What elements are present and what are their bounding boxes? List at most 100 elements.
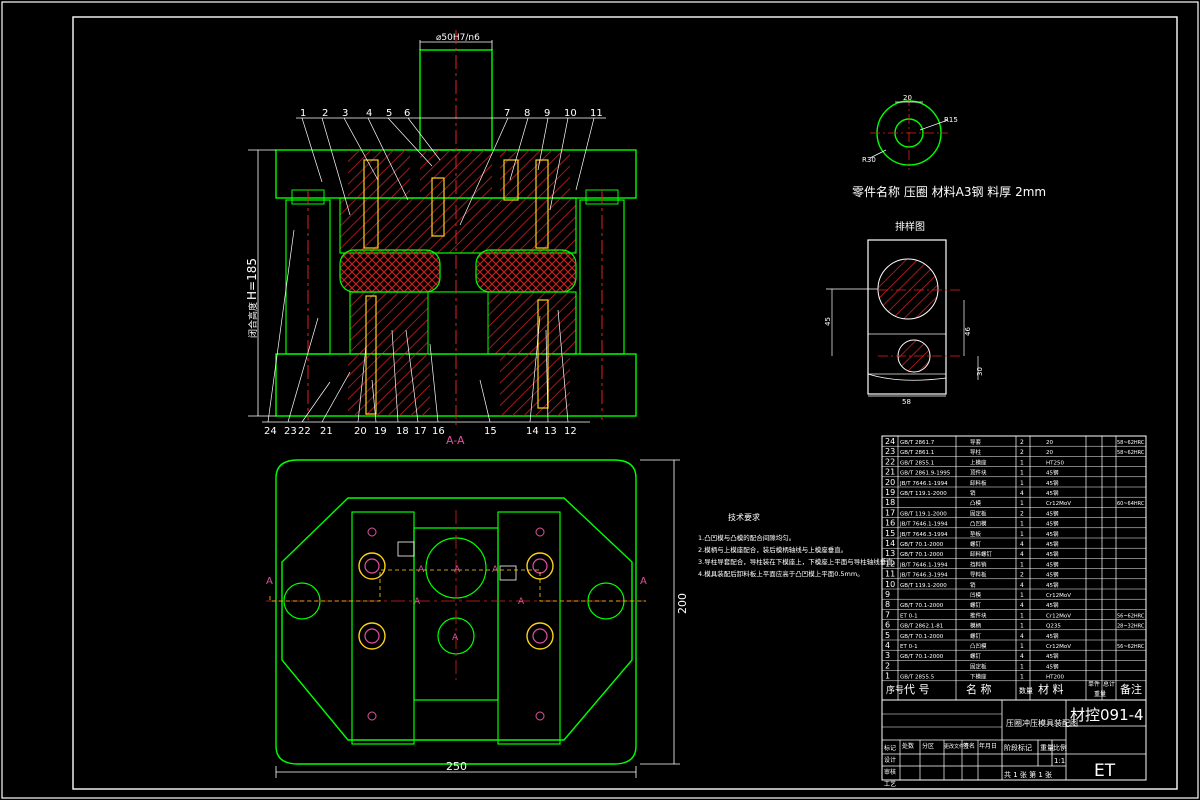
bom-cell-material: 45钢 (1046, 550, 1059, 558)
strip-dim-45: 45 (824, 317, 832, 326)
tb-row-3: 审核 (884, 768, 896, 776)
section-mark-5: A (492, 565, 499, 575)
callout-10: 10 (564, 108, 577, 119)
blank-dim-r15: R15 (944, 116, 958, 124)
bom-cell-qty: 1 (1020, 663, 1024, 670)
bom-header-weight: 重量 (1094, 690, 1106, 698)
bom-cell-qty: 4 (1020, 490, 1024, 497)
bom-cell-qty: 1 (1020, 480, 1024, 487)
bom-cell-material: 45钢 (1046, 489, 1059, 497)
bom-cell-qty: 4 (1020, 541, 1024, 548)
bom-header-name: 名 称 (966, 682, 992, 696)
bom-cell-material: 45钢 (1046, 479, 1059, 487)
bom-cell-material: 45钢 (1046, 581, 1059, 589)
bom-cell-qty: 1 (1020, 643, 1024, 650)
callout-23: 23 (284, 426, 297, 437)
bom-cell-name: 固定板 (970, 509, 987, 517)
section-mark-3: A (418, 565, 425, 575)
bom-cell-material: Q235 (1046, 624, 1061, 630)
title-block: 标记 设计 审核 工艺 处数 分区 更改文件号 签名 年月日 材控091-4 压… (881, 699, 1147, 788)
bom-cell-name: 螺钉 (970, 652, 982, 660)
bom-cell-qty: 1 (1020, 674, 1024, 681)
callout-2: 2 (322, 108, 328, 119)
bom-cell-qty: 4 (1020, 633, 1024, 640)
bom-cell-material: HT200 (1046, 675, 1064, 681)
section-mark-1: A (266, 576, 273, 587)
bom-cell-name: 凸凹模 (970, 520, 987, 528)
top-callouts: 1 2 3 4 5 6 7 8 9 10 11 (296, 108, 606, 226)
tech-req-line-2: 2.模柄与上模座配合，装后模柄轴线与上模座垂直。 (698, 545, 847, 554)
bom-header-code: 代 号 (904, 683, 930, 696)
bom-cell-qty: 1 (1020, 459, 1024, 466)
section-mark-6: A (414, 597, 421, 607)
sheet-text: 共 1 张 第 1 张 (1004, 770, 1052, 779)
bom-cell-code: GB/T 2861.9-1995 (900, 471, 951, 477)
bom-cell-code: GB/T 70.1-2000 (900, 654, 944, 660)
callout-20: 20 (354, 426, 367, 437)
bom-cell-note: 60~64HRC (1117, 501, 1145, 507)
bom-cell-material: 45钢 (1046, 632, 1059, 640)
bom-cell-name: 螺钉 (970, 540, 982, 548)
bom-cell-material: 45钢 (1046, 520, 1059, 528)
section-label: A-A (446, 434, 465, 447)
bom-cell-note: 28~32HRC (1117, 624, 1145, 630)
bom-cell-material: Cr12MoV (1046, 593, 1071, 599)
blank-part-view: 20 R15 R30 零件名称 压圈 材料A3钢 料厚 2mm (852, 94, 1046, 199)
bom-cell-no: 9 (885, 590, 890, 599)
bom-cell-name: 垫板 (970, 530, 982, 538)
bom-cell-name: 螺钉 (970, 632, 982, 640)
bom-cell-material: Cr12MoV (1046, 501, 1071, 507)
bom-cell-material: 45钢 (1046, 469, 1059, 477)
bom-cell-name: 顶件块 (970, 469, 987, 477)
tb-row-2: 设计 (884, 756, 896, 764)
bom-cell-material: 20 (1046, 440, 1053, 446)
bom-cell-name: 销 (970, 581, 976, 589)
bom-cell-qty: 1 (1020, 521, 1024, 528)
callout-19: 19 (374, 426, 387, 437)
section-view: ⌀50H7/n6 H (245, 30, 637, 447)
bom-cell-qty: 2 (1020, 449, 1024, 456)
bom-cell-code: GB/T 2855.1 (900, 460, 934, 466)
callout-15: 15 (484, 426, 497, 437)
tech-req-title: 技术要求 (728, 512, 760, 522)
bom-cell-material: 45钢 (1046, 662, 1059, 670)
bom-cell-code: ET 0-1 (900, 644, 918, 650)
bom-cell-no: 3 (885, 651, 890, 660)
bom-cell-note: 56~62HRC (1117, 644, 1145, 650)
bom-cell-code: GB/T 70.1-2000 (900, 603, 944, 609)
bom-cell-qty: 1 (1020, 612, 1024, 619)
section-mark-7: A (518, 597, 525, 607)
bom-cell-name: 凹模 (970, 591, 982, 599)
bom-cell-qty: 1 (1020, 500, 1024, 507)
tech-req-line-1: 1.凸凹模与凸模的配合间隙均匀。 (698, 533, 795, 542)
tb-col-4: 签名 (963, 742, 975, 750)
bom-cell-name: 固定板 (970, 662, 987, 670)
bom-cell-no: 12 (885, 559, 895, 568)
bom-cell-material: 45钢 (1046, 652, 1059, 660)
bom-cell-code: GB/T 2855.5 (900, 675, 935, 681)
bom-cell-name: 挡料销 (970, 560, 987, 568)
blank-dim-r30: R30 (862, 156, 876, 164)
callout-17: 17 (414, 426, 427, 437)
bom-cell-qty: 4 (1020, 551, 1024, 558)
bom-cell-code: JB/T 7646.1-1994 (899, 481, 948, 487)
bom-cell-qty: 1 (1020, 470, 1024, 477)
bom-cell-qty: 4 (1020, 602, 1024, 609)
bom-cell-code: GB/T 2861.1 (900, 450, 934, 456)
bom-header-unit: 单件 (1088, 680, 1100, 688)
bom-cell-no: 21 (885, 468, 895, 477)
plan-width-dim: 250 (446, 760, 467, 773)
bom-cell-no: 8 (885, 600, 890, 609)
bom-cell-no: 23 (885, 447, 895, 456)
bom-cell-no: 1 (885, 672, 890, 681)
bom-cell-qty: 2 (1020, 439, 1024, 446)
drawing-number: 材控091-4 (1070, 706, 1144, 724)
callout-21: 21 (320, 426, 333, 437)
callout-6: 6 (404, 108, 410, 119)
bom-cell-qty: 1 (1020, 623, 1024, 630)
bom-cell-name: 下模座 (970, 673, 987, 681)
bom-cell-qty: 1 (1020, 531, 1024, 538)
bom-cell-name: 卸料螺钉 (970, 550, 993, 558)
bom-cell-no: 2 (885, 661, 890, 670)
bom-cell-material: 45钢 (1046, 509, 1059, 517)
